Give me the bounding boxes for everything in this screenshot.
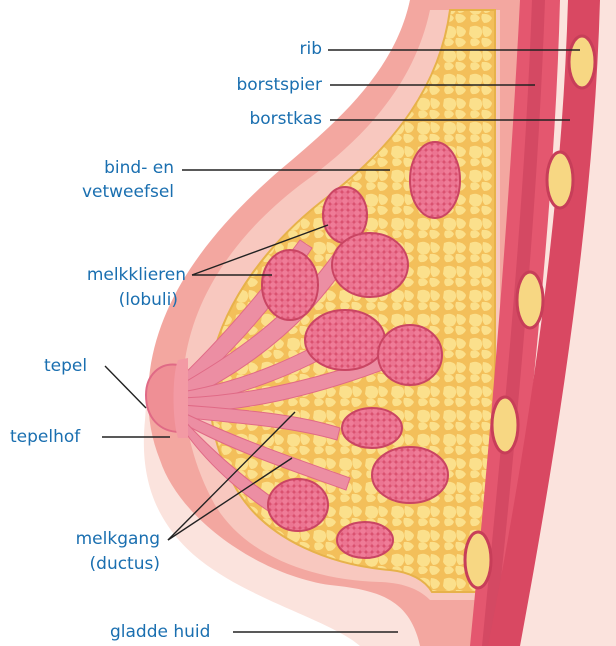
rib-bone — [569, 36, 595, 88]
rib-bone — [517, 272, 543, 328]
label-rib: rib — [250, 38, 322, 60]
rib-bone — [547, 152, 573, 208]
label-melkklieren-line1: melkklieren — [40, 264, 186, 286]
label-bind-en-vetweefsel-line2: vetweefsel — [60, 181, 174, 203]
label-gladde-huid: gladde huid — [110, 621, 210, 643]
label-melkklieren-line2: (lobuli) — [40, 289, 178, 311]
rib-bone — [465, 532, 491, 588]
areola — [174, 358, 189, 438]
label-bind-en-vetweefsel-line1: bind- en — [60, 157, 174, 179]
rib-bone — [492, 397, 518, 453]
label-borstkas: borstkas — [200, 108, 322, 130]
label-tepelhof: tepelhof — [10, 426, 80, 448]
label-tepel: tepel — [44, 355, 87, 377]
label-melkgang-line1: melkgang — [40, 528, 160, 550]
label-melkgang-line2: (ductus) — [40, 553, 160, 575]
label-borstspier: borstspier — [200, 74, 322, 96]
